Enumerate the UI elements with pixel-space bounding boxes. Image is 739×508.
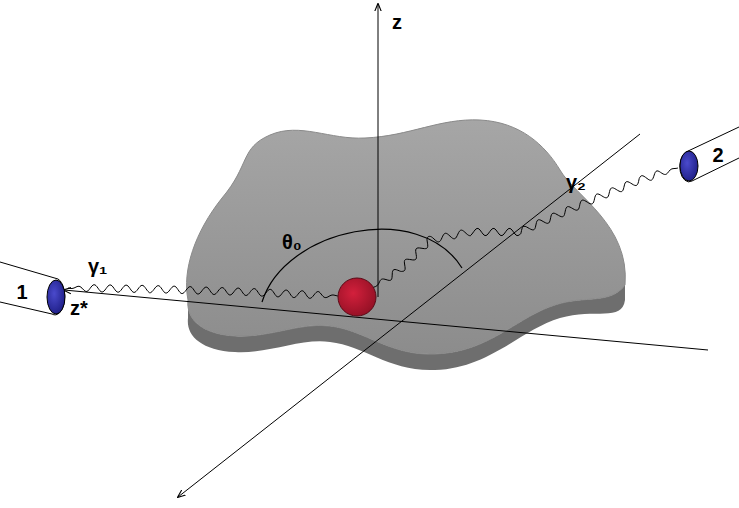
photon-label: γ₁ xyxy=(88,256,107,276)
detector-number: 1 xyxy=(16,282,27,302)
angle-label: θ₀ xyxy=(282,232,302,252)
axis-label: z* xyxy=(70,298,88,318)
axis-label: z xyxy=(392,12,402,32)
photon-label: γ₂ xyxy=(566,172,586,192)
axis-horizontal xyxy=(64,290,708,350)
detector-number: 2 xyxy=(712,145,723,165)
axis-diagonal xyxy=(178,134,640,497)
z-axis xyxy=(378,4,379,297)
photon-wave xyxy=(372,168,678,288)
photon-wave xyxy=(68,285,338,299)
slab xyxy=(187,120,626,354)
source xyxy=(338,278,376,316)
detector-box: 2 xyxy=(709,143,726,167)
detector-1-symbol xyxy=(0,262,65,315)
detector-box: 1 xyxy=(13,280,30,304)
photon-waves xyxy=(68,168,678,298)
detector-2-symbol xyxy=(680,127,739,182)
